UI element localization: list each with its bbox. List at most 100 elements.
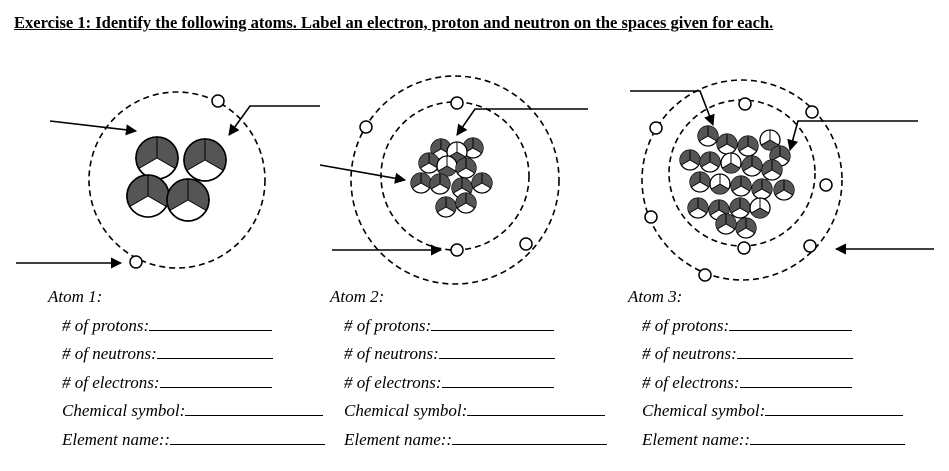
electron [360,121,372,133]
atom-2-diagram [320,76,588,284]
answer-blank[interactable] [765,401,903,416]
nucleon [184,139,226,181]
nucleon [774,180,794,200]
answer-blank[interactable] [160,373,272,388]
electron [699,269,711,281]
nucleon [680,150,700,170]
atom-1-protons-field: # of protons: [62,312,325,341]
field-label: # of neutrons: [642,340,737,369]
electron [212,95,224,107]
label-arrow [790,121,918,150]
atom-1-diagram [16,92,320,268]
field-label: Element name:: [62,426,170,455]
atom-2-symbol-field: Chemical symbol: [344,397,607,426]
nucleon [472,173,492,193]
nucleon [750,198,770,218]
nucleon [730,198,750,218]
nucleon [136,137,178,179]
field-label: Chemical symbol: [642,397,765,426]
electron [738,242,750,254]
electron [806,106,818,118]
atom-diagrams [0,0,949,290]
atom-3-symbol-field: Chemical symbol: [642,397,905,426]
field-label: # of protons: [642,312,729,341]
field-label: Element name:: [344,426,452,455]
nucleon [127,175,169,217]
nucleon [731,176,751,196]
answer-blank[interactable] [452,430,607,445]
nucleon [419,153,439,173]
nucleon [717,134,737,154]
electron [451,244,463,256]
answer-blank[interactable] [750,430,905,445]
label-arrow [229,106,320,135]
electron [520,238,532,250]
nucleon [742,156,762,176]
atom-1-nucleus [127,137,226,221]
field-label: # of electrons: [344,369,442,398]
atom-3-diagram [630,80,934,281]
nucleon [456,193,476,213]
field-label: # of neutrons: [62,340,157,369]
field-label: Chemical symbol: [344,397,467,426]
electron [645,211,657,223]
label-arrow [457,109,588,135]
answer-blank[interactable] [439,344,555,359]
nucleon [430,174,450,194]
field-label: # of electrons: [62,369,160,398]
atom-2-electrons-field: # of electrons: [344,369,607,398]
answer-blank[interactable] [170,430,325,445]
answer-blank[interactable] [185,401,323,416]
nucleon [700,152,720,172]
label-arrow [50,121,136,131]
nucleon [688,198,708,218]
nucleon [762,160,782,180]
atom-3-electrons-field: # of electrons: [642,369,905,398]
nucleon [716,214,736,234]
atom-3-element-field: Element name:: [642,426,905,455]
answer-blank[interactable] [149,316,272,331]
atom-2-element-field: Element name:: [344,426,607,455]
answer-blank[interactable] [431,316,554,331]
atom-3-worksheet: Atom 3: # of protons: # of neutrons: # o… [628,283,905,454]
electron [739,98,751,110]
answer-blank[interactable] [442,373,554,388]
answer-blank[interactable] [467,401,605,416]
atom-3-protons-field: # of protons: [642,312,905,341]
nucleon [437,156,457,176]
field-label: Chemical symbol: [62,397,185,426]
nucleon [721,153,741,173]
field-label: # of electrons: [642,369,740,398]
nucleon [752,179,772,199]
nucleon [710,174,730,194]
answer-blank[interactable] [737,344,853,359]
electron [804,240,816,252]
atom-1-symbol-field: Chemical symbol: [62,397,325,426]
answer-blank[interactable] [157,344,273,359]
atom-2-nucleus [411,138,492,217]
nucleon [698,126,718,146]
answer-blank[interactable] [729,316,852,331]
atom-2-inner-shell [381,102,529,250]
electron [820,179,832,191]
nucleon [167,179,209,221]
nucleon [738,136,758,156]
atom-1-neutrons-field: # of neutrons: [62,340,325,369]
atom-2-protons-field: # of protons: [344,312,607,341]
nucleon [436,197,456,217]
atom-1-shell [89,92,265,268]
field-label: Element name:: [642,426,750,455]
atom-3-title: Atom 3: [628,283,905,312]
atom-2-title: Atom 2: [330,283,607,312]
electron [451,97,463,109]
field-label: # of protons: [62,312,149,341]
atom-1-element-field: Element name:: [62,426,325,455]
electron [130,256,142,268]
atom-3-neutrons-field: # of neutrons: [642,340,905,369]
field-label: # of protons: [344,312,431,341]
nucleon [411,173,431,193]
atom-1-electrons-field: # of electrons: [62,369,325,398]
answer-blank[interactable] [740,373,852,388]
nucleon [690,172,710,192]
atom-3-nucleus [680,126,794,238]
